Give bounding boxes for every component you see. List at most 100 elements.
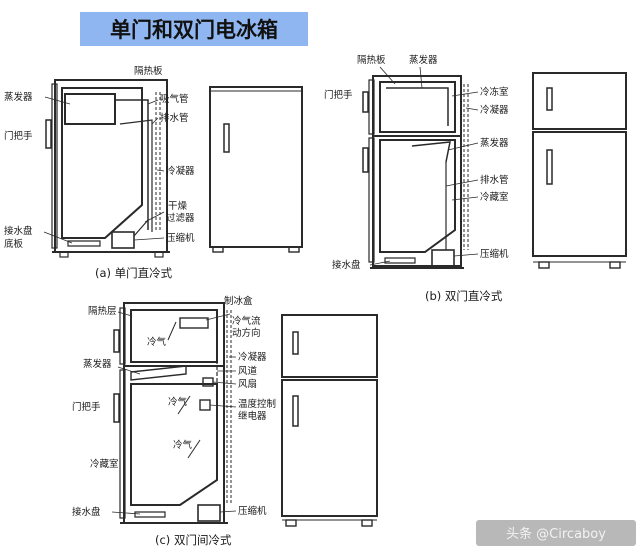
fridge-a-body	[209, 86, 303, 248]
watermark-shade	[476, 520, 636, 546]
leader-c-compressor	[219, 510, 237, 513]
label-c-fan: 风扇	[238, 378, 257, 390]
fridge-b-exterior	[532, 72, 627, 269]
fridge-c-foot-right	[361, 519, 373, 527]
cabinet-a-outer	[54, 79, 168, 253]
watermark-text: 头条 @Circaboy	[506, 526, 606, 542]
label-b-fridge: 冷藏室	[480, 191, 509, 203]
door-b-lower	[368, 137, 375, 263]
compressor-b	[431, 249, 455, 267]
label-b-drip-tray: 接水盘	[332, 259, 361, 271]
airflow-arrow-c-1	[167, 321, 177, 341]
leader-a-condenser	[156, 169, 165, 172]
leader-b-drip	[369, 260, 391, 266]
diagram-a-single-door-direct-cool	[45, 79, 170, 258]
watermark: 头条 @Circaboy	[476, 520, 636, 546]
cabinet-b-outer	[372, 75, 462, 267]
condenser-coil-a	[155, 92, 161, 232]
leader-c-ice-tray	[205, 313, 231, 321]
label-c-evaporator: 蒸发器	[83, 358, 112, 370]
airflow-arrow-c-2	[177, 395, 191, 415]
title-banner: 单门和双门电冰箱	[80, 12, 308, 46]
label-a-drain-pipe: 排水管	[160, 112, 189, 124]
label-b-insulation: 隔热板	[357, 54, 386, 66]
cabinet-a-liner	[61, 87, 143, 239]
leader-c-insulation	[117, 311, 133, 317]
fridge-c-handle-lower	[292, 395, 299, 427]
label-b-evaporator-bottom: 蒸发器	[480, 137, 509, 149]
evaporator-c	[130, 365, 187, 381]
leader-c-thermo	[209, 404, 237, 408]
label-b-evaporator-top: 蒸发器	[409, 54, 438, 66]
leader-a-evaporator	[44, 96, 71, 105]
fridge-a-foot-right	[288, 246, 300, 253]
fridge-c-foot-left	[285, 519, 297, 527]
label-c-thermo-1: 温度控制	[238, 398, 276, 410]
label-a-suction-pipe: 吸气管	[160, 93, 189, 105]
door-handle-b-lower	[362, 147, 369, 173]
leader-b-freezer	[451, 91, 479, 97]
leader-c-drip	[111, 511, 141, 515]
label-a-evaporator: 蒸发器	[4, 91, 33, 103]
label-c-thermo-2: 继电器	[238, 410, 267, 422]
label-c-airflow-1: 冷气流	[232, 315, 261, 327]
door-handle-c-lower	[113, 393, 120, 423]
label-a-drip-tray: 接水盘	[4, 225, 33, 237]
door-handle-b-upper	[362, 91, 369, 113]
leader-a-suction	[147, 99, 159, 105]
thermostat-c	[199, 399, 211, 411]
drain-pipe-a	[119, 119, 153, 232]
fridge-c-handle-upper	[292, 331, 299, 355]
label-a-base-plate: 底板	[4, 238, 24, 250]
caption-c: (c) 双门间冷式	[155, 533, 232, 547]
label-b-door-handle: 门把手	[324, 89, 353, 101]
leader-a-drip	[43, 231, 73, 244]
label-c-insulation-layer: 隔热层	[88, 305, 117, 317]
leader-b-fridge	[451, 196, 479, 201]
label-c-cold-air-1: 冷气	[147, 336, 167, 348]
fridge-b-lower-door	[532, 131, 627, 257]
diagram-c-labels: 隔热层 制冰盒 冷气流 动方向 冷气 蒸发器 冷凝器 风道 风扇 门把手 冷气 …	[72, 295, 276, 547]
diagram-b-two-door-direct-cool	[362, 75, 469, 269]
door-handle-c-upper	[113, 329, 120, 353]
leader-b-evaporator-top	[419, 66, 423, 89]
fridge-c-lower-door	[281, 379, 378, 517]
label-a-door-handle: 门把手	[4, 130, 33, 142]
fridge-c-exterior	[281, 314, 378, 527]
compressor-a	[111, 231, 135, 249]
fridge-b-liner	[379, 139, 456, 253]
freezer-b	[379, 81, 456, 133]
door-c-upper	[119, 307, 126, 365]
label-c-fridge: 冷藏室	[90, 458, 119, 470]
airflow-arrow-c-3	[187, 439, 201, 459]
label-c-drip-tray: 接水盘	[72, 506, 101, 518]
leader-a-drier	[144, 211, 165, 223]
label-b-drain-pipe: 排水管	[480, 174, 509, 186]
foot-a-left	[59, 251, 69, 258]
door-c-lower	[119, 369, 126, 519]
diagram-b-labels: 隔热板 蒸发器 门把手 冷冻室 冷凝器 蒸发器 排水管 冷藏室 压缩机 接水盘 …	[324, 54, 509, 303]
label-a-drier-1: 干燥	[168, 201, 188, 212]
label-a-insulation: 隔热板	[134, 65, 163, 77]
evaporator-a	[64, 93, 116, 125]
evaporator-b-top	[386, 87, 449, 126]
leader-b-compressor	[453, 253, 479, 257]
fridge-a-handle	[223, 123, 230, 153]
label-c-airflow-2: 动方向	[232, 327, 261, 339]
label-a-condenser: 冷凝器	[166, 165, 195, 177]
condenser-c-coil	[226, 310, 232, 505]
diagram-c-label-leaders	[111, 311, 237, 515]
ice-tray-c	[179, 317, 209, 329]
leader-b-insulation	[379, 66, 396, 85]
condenser-b-coil	[463, 84, 469, 250]
drip-tray-c	[134, 511, 166, 518]
label-b-freezer: 冷冻室	[480, 86, 509, 98]
title-background	[80, 12, 308, 46]
foot-a-right	[154, 251, 164, 258]
leader-b-evap-bottom	[447, 142, 479, 151]
caption-a: (a) 单门直冷式	[95, 266, 173, 280]
door-b-upper	[368, 79, 375, 135]
fridge-b-handle-upper	[546, 87, 553, 111]
label-c-cold-air-3: 冷气	[173, 439, 193, 451]
